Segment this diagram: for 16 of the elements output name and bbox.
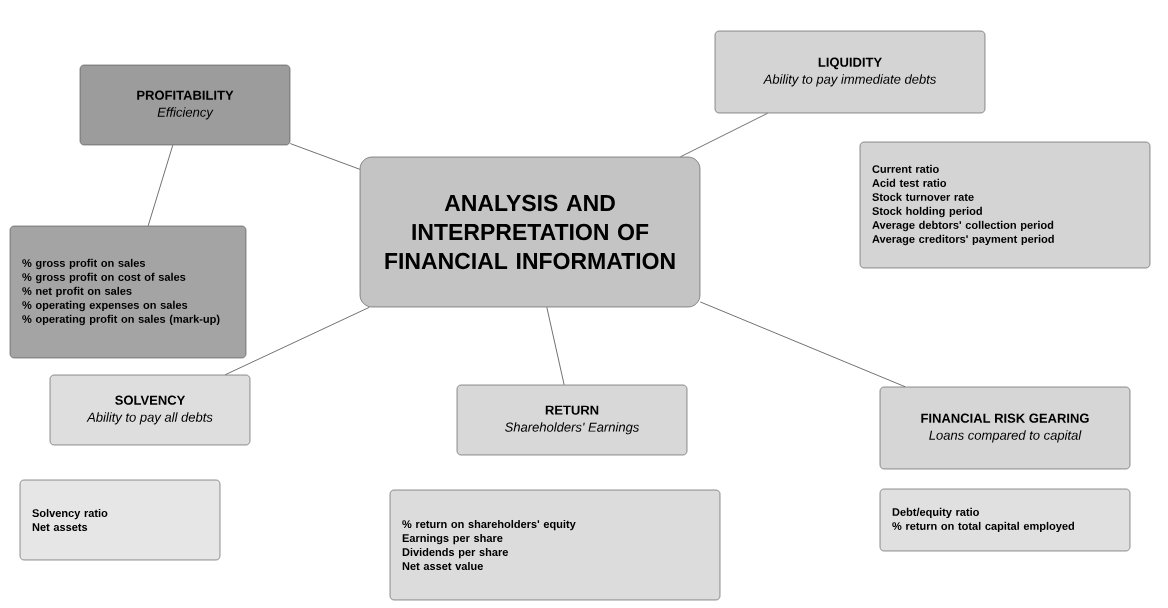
ratio-list-box: Debt/equity ratio % return on total capital employed xyxy=(879,488,1131,552)
category-box: LIQUIDITY Ability to pay immediate debts xyxy=(714,30,986,114)
connector-line xyxy=(147,144,174,227)
category-box: PROFITABILITY Efficiency xyxy=(79,64,291,146)
connector-line xyxy=(699,301,906,388)
ratio-list-box: % return on shareholders' equity Earnings per share Dividends per share Net asset value xyxy=(389,489,721,601)
connector-line xyxy=(289,143,361,170)
category-box: SOLVENCY Ability to pay all debts xyxy=(49,374,251,446)
category-box: RETURN Shareholders' Earnings xyxy=(456,384,688,456)
connector-line xyxy=(546,306,565,386)
central-topic-box: ANALYSIS AND INTERPRETATION OF FINANCIAL INFORMATION xyxy=(359,156,701,308)
connector-line xyxy=(680,112,768,158)
category-box: FINANCIAL RISK GEARING Loans compared to capital xyxy=(879,386,1131,470)
ratio-list-box: Current ratio Acid test ratio Stock turnover rate Stock holding period Average debtors' collection period Average creditors' payment period xyxy=(859,141,1151,269)
ratio-list-box: Solvency ratio Net assets xyxy=(19,479,221,561)
ratio-list-box: % gross profit on sales % gross profit on cost of sales % net profit on sales % operating expenses on sales % operating profit on sales (mark-up) xyxy=(9,225,247,359)
